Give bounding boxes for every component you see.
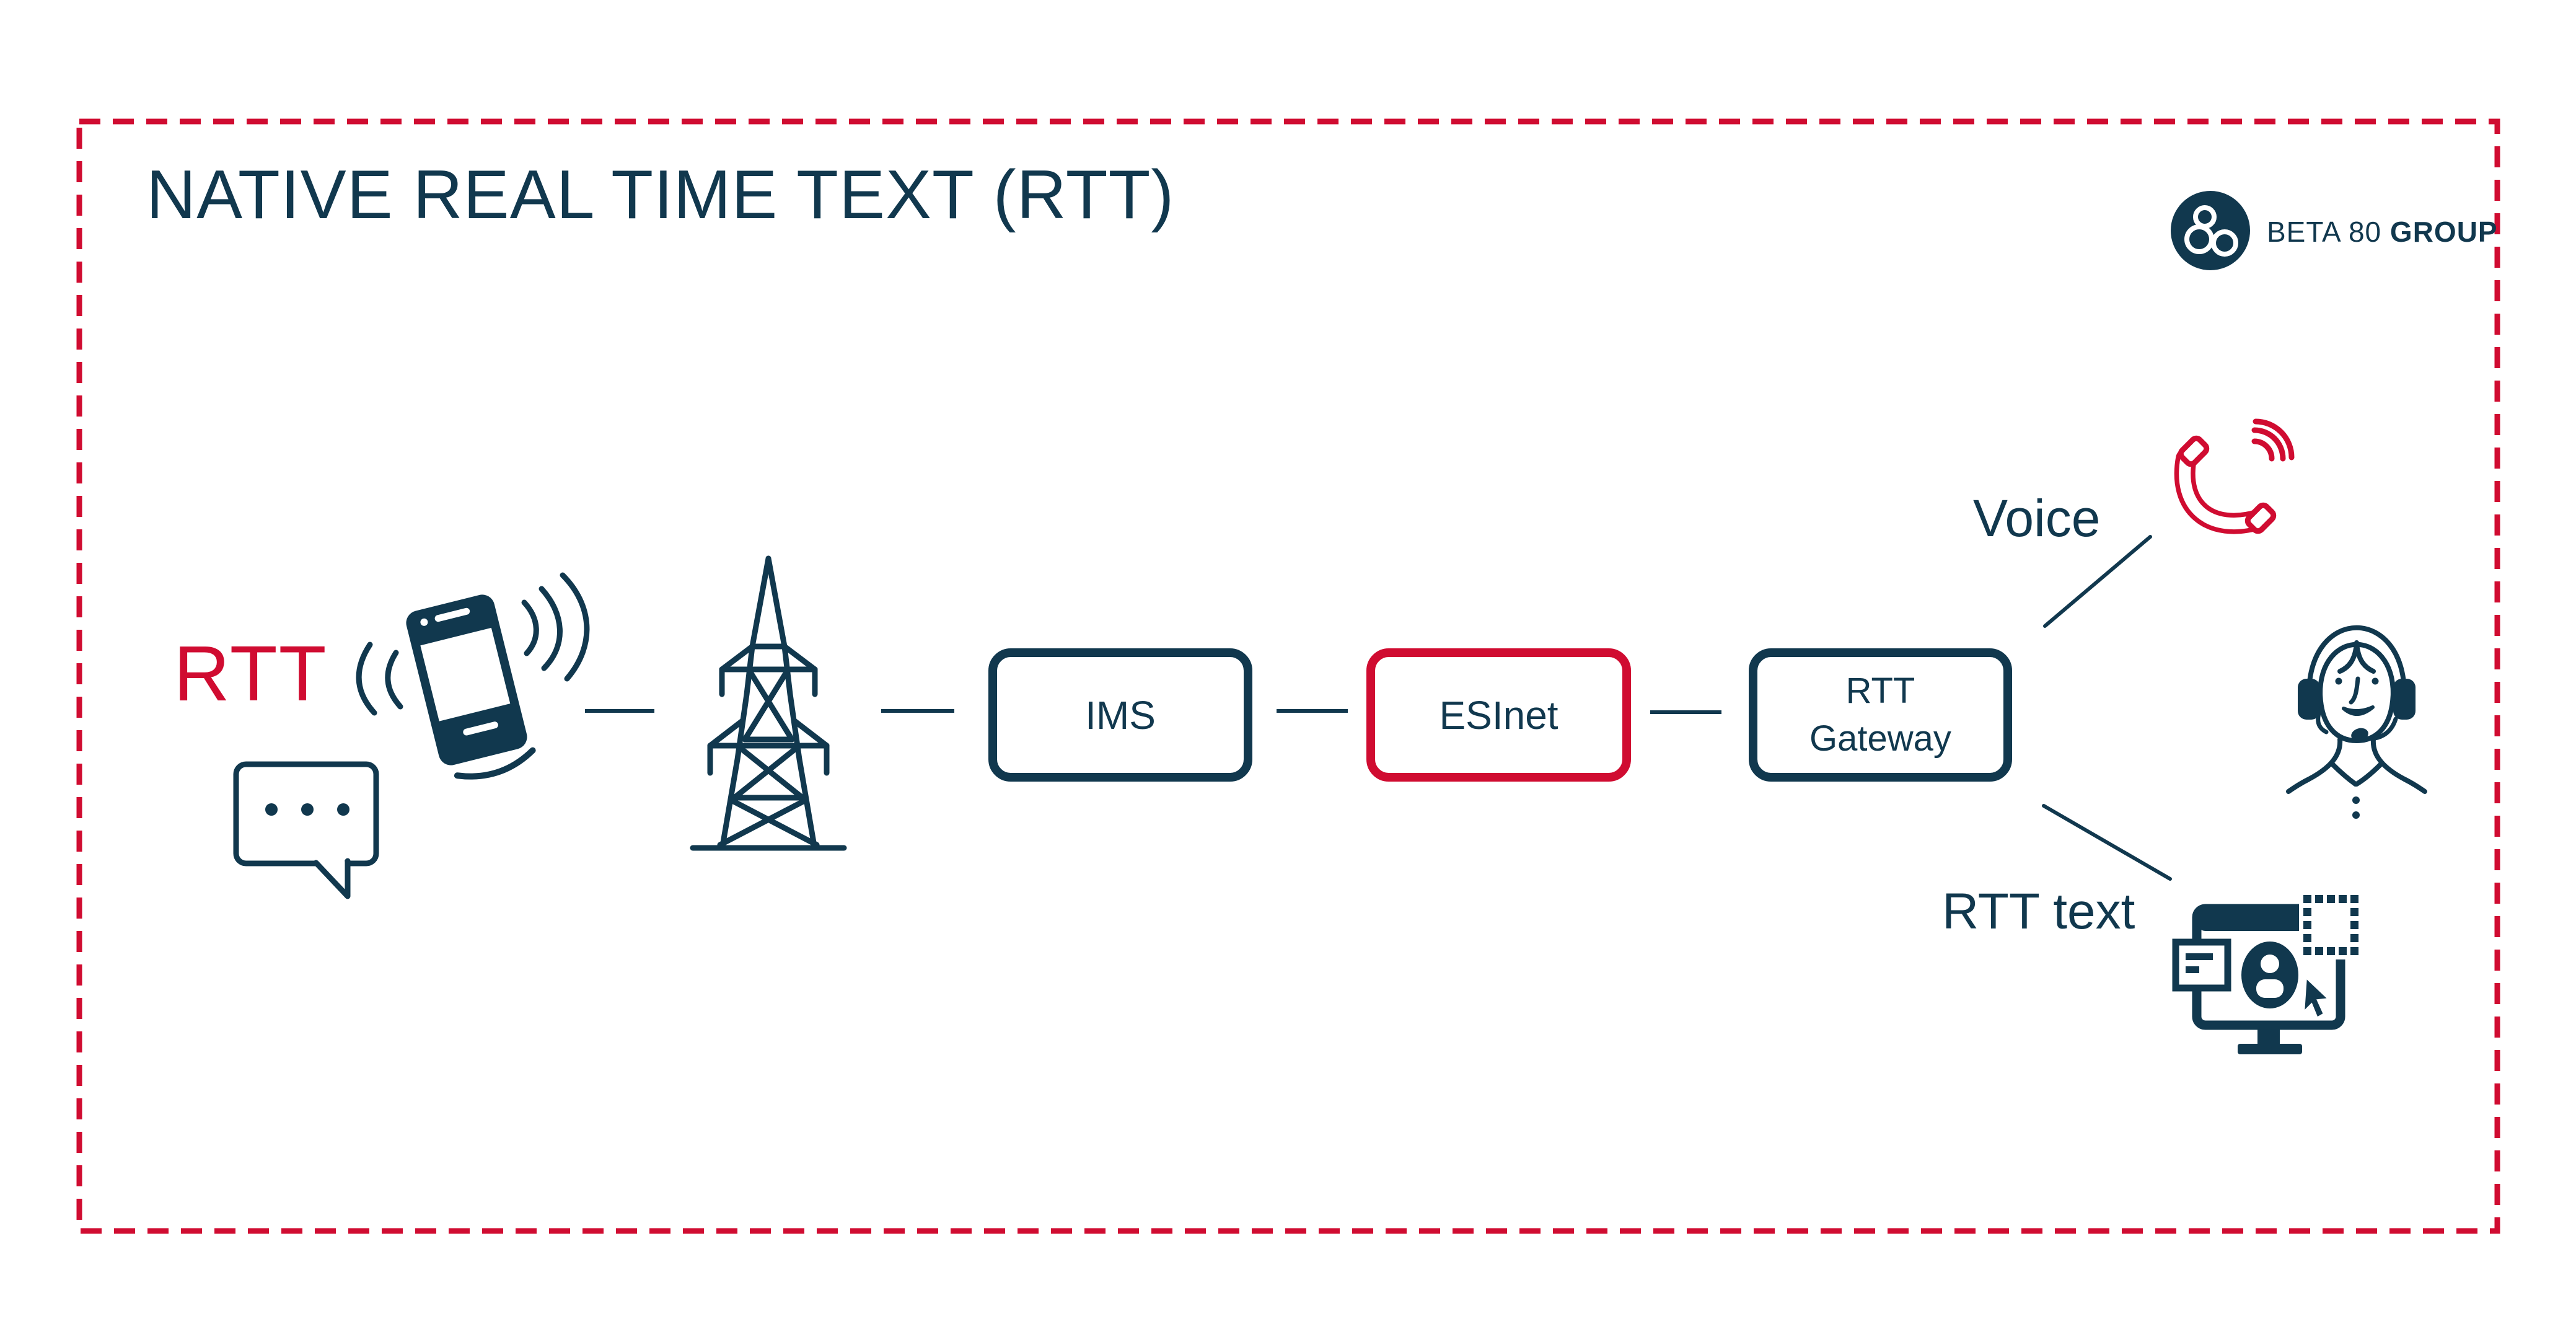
voice-output-label: Voice: [1973, 489, 2101, 547]
rtt-terminal-monitor-icon: [2172, 891, 2364, 1054]
logo-brand: BETA 80: [2267, 216, 2382, 248]
connector-esinet-gateway: [1650, 710, 1721, 714]
node-rtt-gateway-label-line1: RTT: [1845, 670, 1915, 711]
connector-tower-ims: [881, 709, 954, 713]
node-rtt-gateway: RTT Gateway: [1749, 648, 2012, 782]
page-title: NATIVE REAL TIME TEXT (RTT): [146, 156, 1175, 233]
rtt-source-label: RTT: [174, 630, 328, 717]
rtt-text-output-label: RTT text: [1942, 883, 2135, 940]
radio-tower-icon: [690, 555, 847, 851]
connector-phone-tower: [585, 709, 654, 713]
logo-suffix: GROUP: [2389, 216, 2498, 248]
connector-gateway-rtt-text: [2042, 804, 2172, 881]
voice-call-icon: [2174, 418, 2295, 534]
node-ims: IMS: [988, 648, 1252, 782]
node-rtt-gateway-label-line2: Gateway: [1809, 718, 1951, 759]
call-operator-headset-icon: [2286, 625, 2427, 819]
connector-ims-esinet: [1277, 709, 1348, 713]
dashed-frame: [76, 118, 2500, 1234]
node-ims-label: IMS: [1085, 692, 1156, 738]
node-esinet: ESInet: [1366, 648, 1631, 782]
logo-wordmark: BETA 80 GROUP: [2267, 215, 2498, 249]
typing-speech-bubble-icon: [233, 761, 379, 899]
node-esinet-label: ESInet: [1439, 692, 1558, 738]
beta80-knot-icon: [2171, 191, 2250, 270]
vibrating-smartphone-icon: [356, 572, 590, 780]
connector-gateway-voice: [2043, 535, 2152, 628]
